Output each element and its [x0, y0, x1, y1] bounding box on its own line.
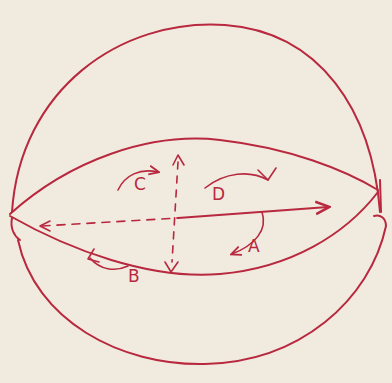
axis-letter: B — [128, 268, 140, 285]
axis-letter: A — [248, 238, 260, 255]
axis-letter: C — [134, 176, 146, 193]
axis-letter: D — [212, 186, 225, 203]
